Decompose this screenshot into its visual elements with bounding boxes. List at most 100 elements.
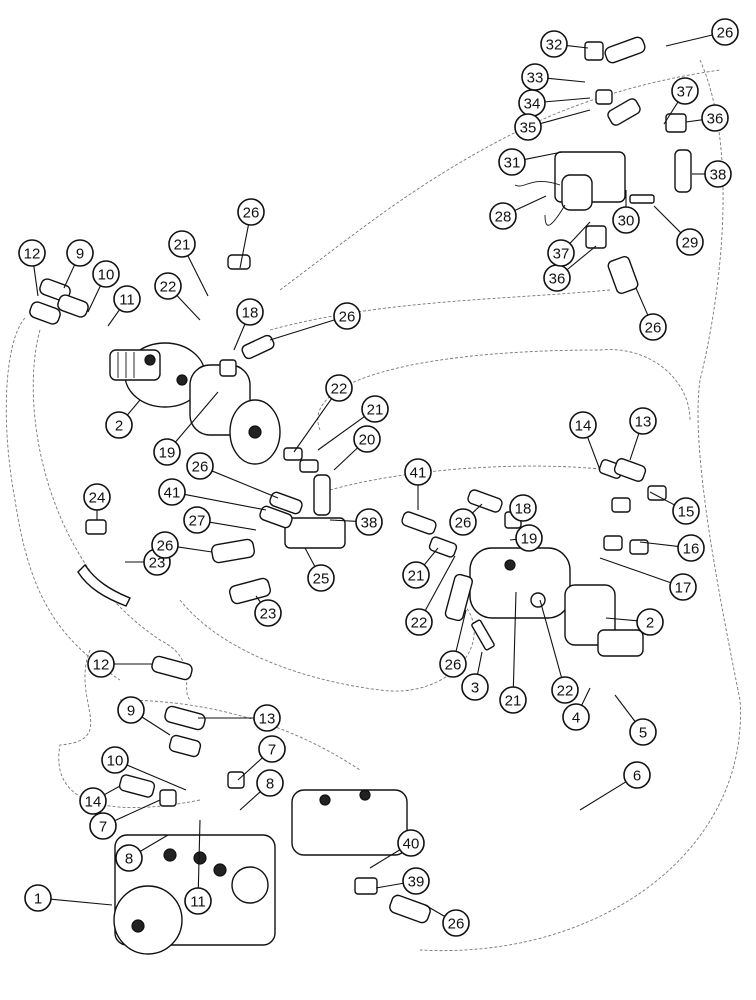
callout-number: 21 (505, 693, 522, 710)
part-callout-35: 35 (514, 113, 542, 141)
part-callout-22: 22 (551, 676, 579, 704)
callout-number: 26 (243, 205, 260, 222)
callout-circle (629, 407, 657, 435)
callout-number: 26 (339, 309, 356, 326)
leader-line (187, 255, 209, 297)
callout-number: 22 (160, 279, 177, 296)
part-callout-7: 7 (258, 735, 286, 763)
part-callout-12: 12 (18, 239, 46, 267)
callout-circle (89, 812, 117, 840)
part-callout-26: 26 (449, 508, 477, 536)
callout-circle (18, 239, 46, 267)
leader-line (107, 309, 120, 327)
leader-line (477, 651, 483, 675)
o-ring (530, 592, 546, 608)
leader-line (566, 44, 589, 49)
leader-line (649, 491, 675, 506)
leader-line (605, 617, 638, 622)
part-callout-27: 27 (183, 506, 211, 534)
leader-line (329, 519, 357, 522)
callout-number: 13 (635, 414, 652, 431)
hose-route (119, 699, 361, 771)
part-callout-14: 14 (79, 787, 107, 815)
hose-end (467, 489, 503, 513)
part-callout-2: 2 (105, 411, 133, 439)
leader-line (63, 264, 76, 289)
callout-circle (79, 787, 107, 815)
part-callout-26: 26 (186, 452, 214, 480)
callout-number: 18 (242, 305, 259, 322)
callout-circle (355, 508, 383, 536)
callout-circle (402, 561, 430, 589)
callout-number: 10 (107, 753, 124, 770)
leader-line (635, 287, 649, 316)
leader-line (514, 195, 547, 212)
fitting (299, 459, 319, 473)
hose-end (444, 573, 473, 622)
part-callout-28: 28 (489, 202, 517, 230)
callout-circle (237, 198, 265, 226)
leader-line (211, 470, 279, 499)
callout-circle (253, 704, 281, 732)
part-callout-2: 2 (636, 608, 664, 636)
leader-line (685, 119, 703, 123)
callout-circle (66, 239, 94, 267)
leader-line (544, 97, 591, 103)
callout-number: 38 (361, 515, 378, 532)
part-callout-7: 7 (89, 812, 117, 840)
port-hole (193, 851, 207, 865)
callout-circle (115, 844, 143, 872)
callout-number: 34 (524, 96, 541, 113)
callout-circle (154, 272, 182, 300)
callout-number: 21 (367, 402, 384, 419)
callout-number: 15 (678, 504, 695, 521)
leader-line (663, 101, 679, 125)
callout-circle (540, 30, 568, 58)
part-callout-26: 26 (639, 313, 667, 341)
part-callout-8: 8 (256, 769, 284, 797)
part-callout-29: 29 (676, 228, 704, 256)
gear-pump (291, 789, 408, 856)
hose-end (168, 734, 202, 758)
leader-line (375, 882, 404, 889)
fitting (227, 771, 245, 789)
part-callout-3: 3 (461, 673, 489, 701)
callout-circle (509, 494, 537, 522)
callout-circle (449, 508, 477, 536)
solenoid-wire (514, 181, 561, 187)
fitting (159, 789, 177, 807)
callout-number: 12 (24, 246, 41, 263)
callout-circle (151, 531, 179, 559)
part-callout-37: 37 (671, 77, 699, 105)
part-callout-25: 25 (307, 564, 335, 592)
fitting (219, 359, 237, 377)
callout-number: 26 (157, 538, 174, 555)
callout-number: 11 (190, 894, 206, 911)
hose-end (151, 655, 193, 681)
leader-line (177, 546, 213, 553)
callout-number: 32 (546, 37, 563, 54)
callout-number: 40 (403, 836, 420, 853)
part-callout-26: 26 (439, 650, 467, 678)
callout-circle (562, 703, 590, 731)
callout-circle (639, 313, 667, 341)
callout-number: 18 (515, 501, 532, 518)
part-callout-26: 26 (333, 302, 361, 330)
callout-number: 41 (164, 485, 181, 502)
hose-end (401, 511, 437, 535)
callout-number: 14 (85, 794, 102, 811)
callout-circle (711, 18, 739, 46)
leader-line (184, 493, 267, 511)
callout-number: 23 (260, 606, 277, 623)
part-callout-26: 26 (151, 531, 179, 559)
hose-end (313, 474, 331, 516)
callout-number: 21 (408, 568, 425, 585)
hose-end (164, 705, 206, 731)
fitting (283, 447, 303, 461)
hose-route (279, 69, 721, 291)
pump-front-face (113, 885, 183, 955)
leader-line (455, 609, 467, 652)
leader-line (126, 764, 187, 791)
callout-number: 37 (553, 246, 570, 263)
fitting (595, 89, 613, 105)
